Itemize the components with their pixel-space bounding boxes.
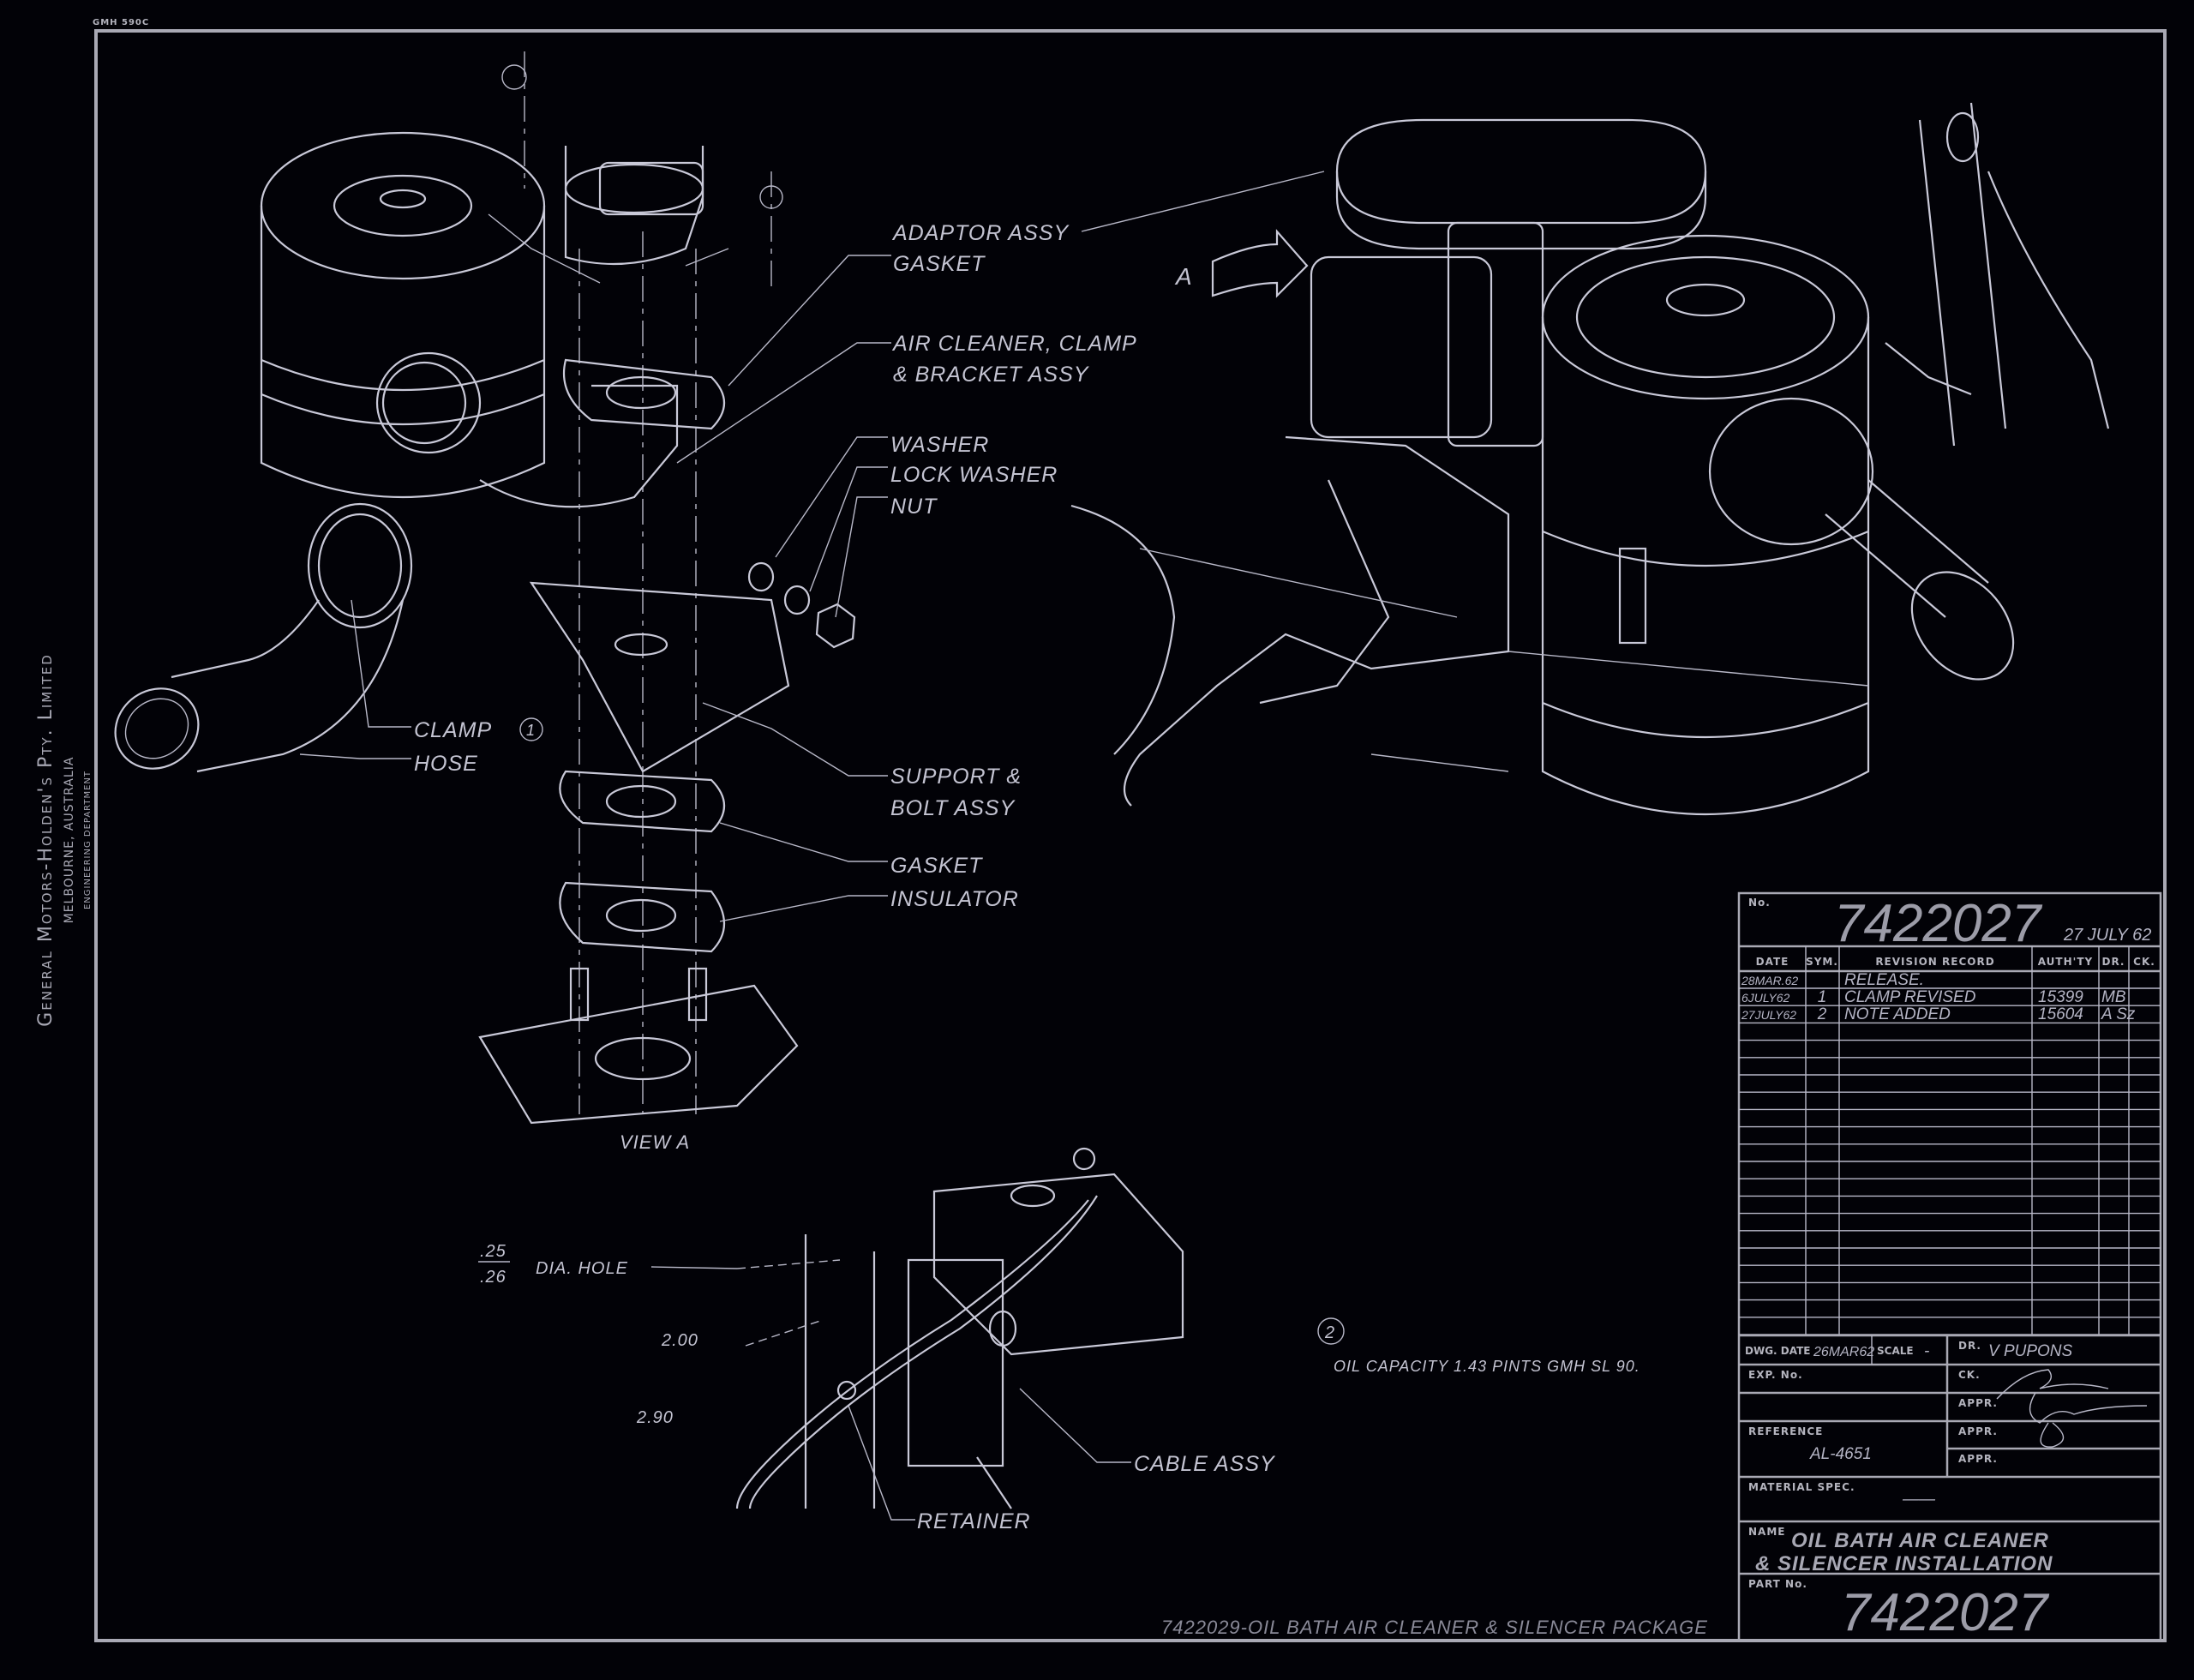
checked-label: CK.: [1958, 1369, 1981, 1381]
part-number: 7422027: [1841, 1583, 2050, 1642]
header-ck: CK.: [2133, 956, 2155, 968]
revision-date: 28MAR.62: [1741, 974, 1798, 987]
scale-value: -: [1924, 1342, 1929, 1360]
clamp-note-marker: 1: [526, 722, 536, 739]
material-spec-value: ——: [1902, 1491, 1936, 1509]
note-oil-capacity: OIL CAPACITY 1.43 PINTS GMH SL 90.: [1334, 1358, 1640, 1375]
callout-labels: ADAPTOR ASSY GASKET AIR CLEANER, CLAMP &…: [414, 221, 1708, 1638]
label-view-arrow: A: [1174, 263, 1193, 290]
dim-dia-top: .25: [480, 1242, 507, 1261]
reference-label: REFERENCE: [1748, 1425, 1823, 1437]
company-department: Engineering Department: [83, 771, 93, 909]
label-nut: NUT: [890, 495, 938, 519]
issue-date: 27 JULY 62: [2063, 926, 2151, 945]
revision-row: 28MAR.62 RELEASE.: [1741, 971, 1924, 989]
revision-auth: 15399: [2038, 988, 2083, 1006]
label-gasket-bottom: GASKET: [890, 854, 983, 878]
air-cleaner-exploded-view: [114, 51, 856, 1125]
signature: [1996, 1369, 2148, 1448]
label-dia-hole: DIA. HOLE: [536, 1259, 628, 1278]
drawn-by: V PUPONS: [1988, 1342, 2073, 1360]
package-note: 7422029-OIL BATH AIR CLEANER & SILENCER …: [1161, 1617, 1708, 1638]
revision-sym: 1: [1818, 988, 1827, 1006]
company-city: Melbourne, Australia: [63, 757, 76, 924]
label-lock-washer: LOCK WASHER: [890, 463, 1058, 487]
scale-label: SCALE: [1877, 1345, 1914, 1357]
company-block: General Motors-Holden's Pty. Limited Mel…: [35, 653, 93, 1027]
reference-value: AL-4651: [1809, 1445, 1872, 1463]
approved-label-1: APPR.: [1958, 1397, 1998, 1409]
header-revision-record: REVISION RECORD: [1875, 956, 1994, 968]
approved-label-3: APPR.: [1958, 1453, 1998, 1465]
drawing-border: [94, 29, 2167, 1642]
label-view-a: VIEW A: [620, 1131, 690, 1153]
label-air-cleaner-line2: & BRACKET ASSY: [893, 363, 1090, 387]
revision-dr: MB: [2101, 988, 2126, 1006]
dwg-date: 26MAR62: [1813, 1345, 1874, 1359]
header-date: DATE: [1756, 956, 1789, 968]
revision-record: CLAMP REVISED: [1844, 988, 1976, 1006]
revision-sym: 2: [1817, 1005, 1827, 1023]
drawn-by-label: DR.: [1958, 1340, 1981, 1352]
approved-label-2: APPR.: [1958, 1425, 1998, 1437]
title-block: No. 7422027 27 JULY 62 DATE SYM. REVISIO…: [1737, 891, 2162, 1642]
label-hose: HOSE: [414, 752, 478, 776]
revision-date: 27JULY62: [1741, 1008, 1796, 1022]
label-air-cleaner-line1: AIR CLEANER, CLAMP: [891, 332, 1137, 356]
leader-lines: [299, 171, 1325, 1521]
label-adaptor-assy: ADAPTOR ASSY: [891, 221, 1070, 245]
note-2-marker: 2: [1324, 1323, 1335, 1342]
label-retainer: RETAINER: [917, 1509, 1031, 1533]
header-sym: SYM.: [1806, 956, 1838, 968]
revision-row: 27JULY62 2 NOTE ADDED 15604 A Sz: [1741, 1005, 2136, 1023]
exp-no-label: EXP. No.: [1748, 1369, 1803, 1381]
header-authority: AUTH'TY: [2038, 956, 2093, 968]
label-insulator: INSULATOR: [890, 887, 1019, 911]
dwg-date-label: DWG. DATE: [1745, 1345, 1810, 1357]
revision-rows: 28MAR.62 RELEASE. 6JULY62 1 CLAMP REVISED 153…: [1741, 971, 2136, 1023]
header-dr: DR.: [2102, 956, 2125, 968]
name-label: NAME: [1748, 1526, 1785, 1538]
drawing-name-line2: & SILENCER INSTALLATION: [1755, 1552, 2053, 1575]
material-spec-label: MATERIAL SPEC.: [1748, 1481, 1855, 1493]
drawing-name-line1: OIL BATH AIR CLEANER: [1791, 1529, 2049, 1552]
sheet-code: GMH 590C: [93, 18, 149, 27]
company-name: General Motors-Holden's Pty. Limited: [35, 653, 57, 1027]
revision-date: 6JULY62: [1741, 991, 1790, 1005]
view-a-arrow-icon: [1211, 229, 1309, 298]
dim-2-00: 2.00: [661, 1331, 698, 1350]
label-support-line2: BOLT ASSY: [890, 796, 1016, 820]
dim-dia-bottom: .26: [480, 1268, 507, 1287]
label-gasket-top: GASKET: [893, 252, 986, 276]
number-label: No.: [1748, 897, 1771, 909]
cable-detail-view: [735, 1147, 1184, 1509]
revision-record: RELEASE.: [1844, 971, 1924, 989]
dim-2-90: 2.90: [636, 1408, 674, 1427]
label-washer: WASHER: [890, 433, 989, 457]
drawing-number: 7422027: [1834, 894, 2043, 953]
installed-view: [1070, 102, 2110, 815]
part-no-label: PART No.: [1748, 1578, 1807, 1590]
revision-dr: A Sz: [2101, 1005, 2136, 1023]
label-cable-assy: CABLE ASSY: [1134, 1452, 1276, 1476]
revision-record: NOTE ADDED: [1844, 1005, 1951, 1023]
revision-row: 6JULY62 1 CLAMP REVISED 15399 MB: [1741, 988, 2126, 1006]
revision-grid: [1739, 946, 2161, 1335]
label-clamp: CLAMP: [414, 718, 492, 742]
label-support-line1: SUPPORT &: [890, 765, 1022, 789]
revision-auth: 15604: [2038, 1005, 2083, 1023]
